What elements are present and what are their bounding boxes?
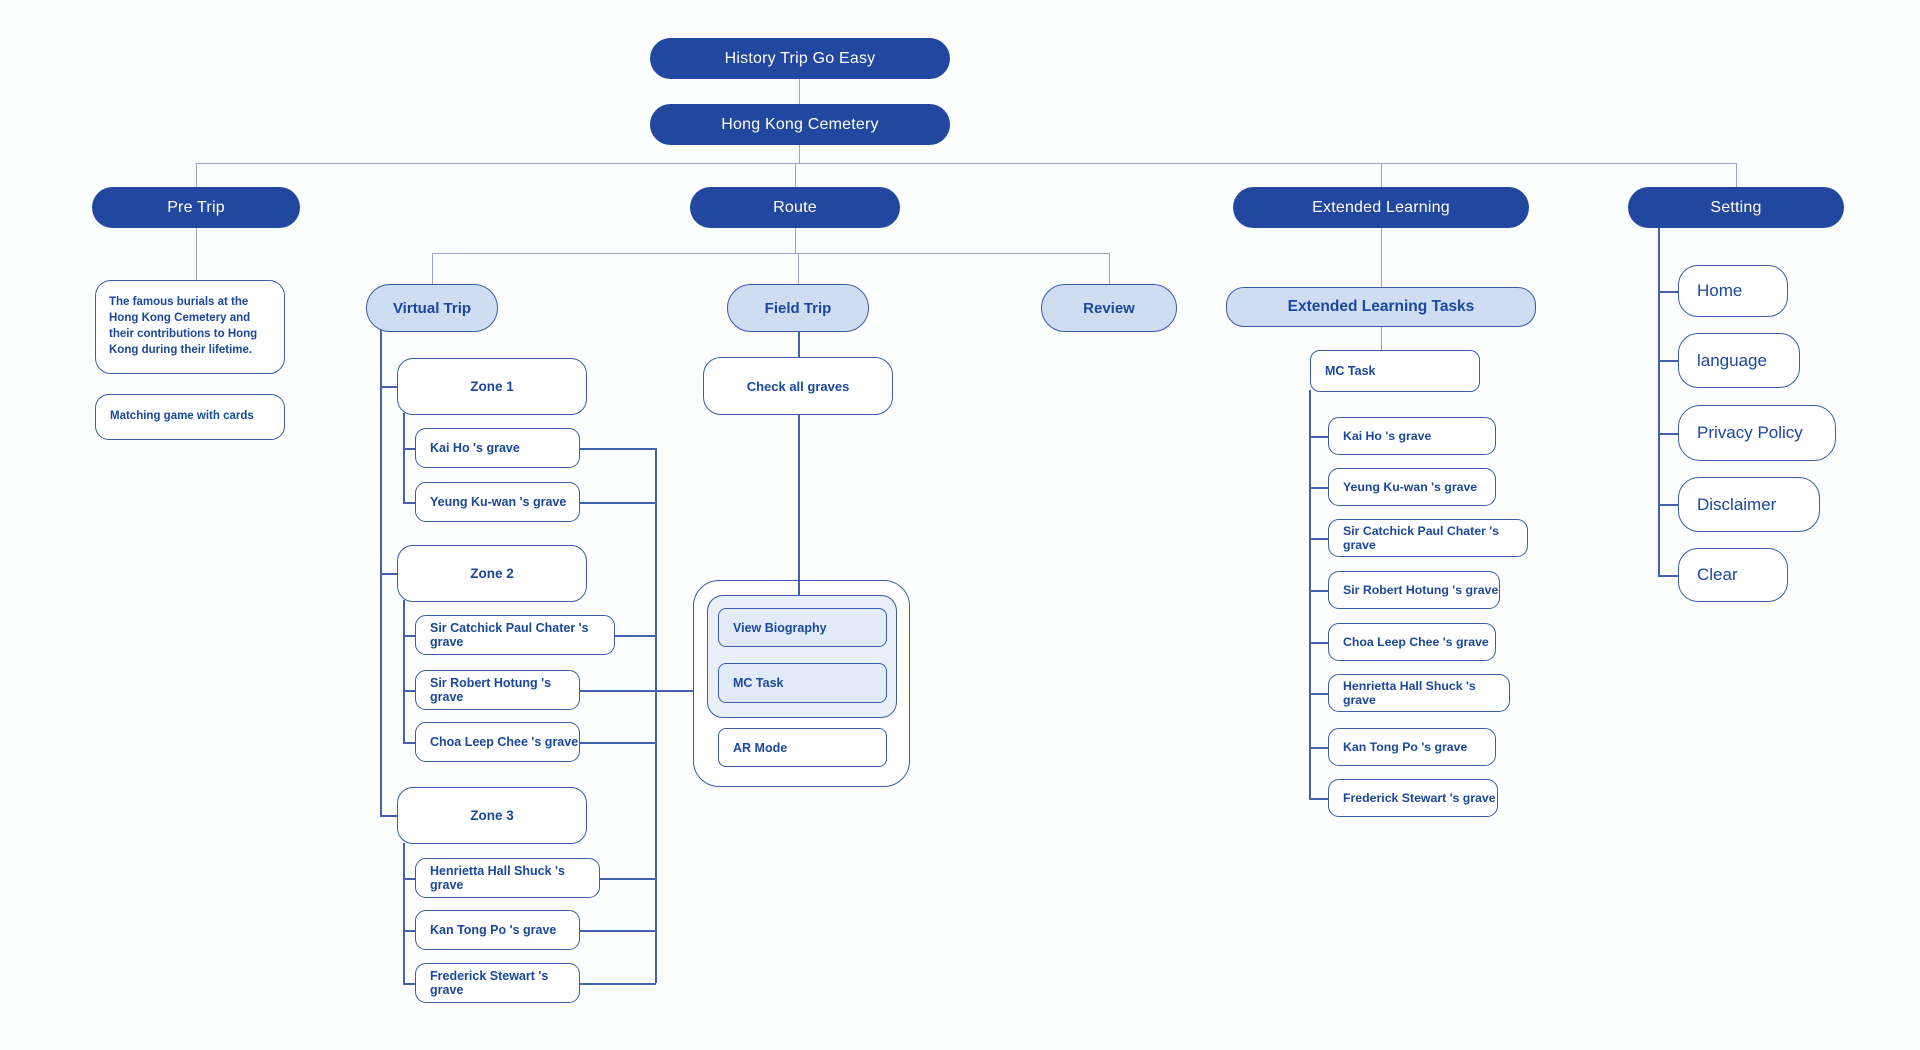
connector-stub-zone3 (380, 815, 397, 817)
node-el-grave-chater: Sir Catchick Paul Chater 's grave (1328, 519, 1528, 557)
node-grave-frederick-stewart: Frederick Stewart 's grave (415, 963, 580, 1003)
node-hong-kong-cemetery: Hong Kong Cemetery (650, 104, 950, 145)
node-app-title: History Trip Go Easy (650, 38, 950, 79)
node-matching-game: Matching game with cards (95, 394, 285, 440)
connector-bus-to-extended-learning (1381, 163, 1383, 187)
connector-el-stub (1309, 693, 1328, 695)
connector-el-stub (1309, 798, 1328, 800)
connector-el-stub (1309, 590, 1328, 592)
connector-bus-to-route (795, 163, 797, 187)
node-check-all-graves: Check all graves (703, 357, 893, 415)
node-field-trip: Field Trip (727, 284, 869, 332)
connector-el-stub (1309, 487, 1328, 489)
connector-stub-grave (403, 878, 415, 880)
connector-stub-grave (403, 983, 415, 985)
node-grave-yeung-ku-wan: Yeung Ku-wan 's grave (415, 482, 580, 522)
connector-graves-right-trunk (655, 448, 657, 983)
connector-grave-right-stub (580, 983, 656, 985)
connector-setting-stub (1658, 291, 1678, 293)
node-route: Route (690, 187, 900, 228)
node-el-grave-kai-ho: Kai Ho 's grave (1328, 417, 1496, 455)
connector-el-stub (1309, 436, 1328, 438)
connector-route-bus (432, 253, 1109, 255)
connector-el-trunk (1309, 390, 1311, 798)
node-zone-3: Zone 3 (397, 787, 587, 844)
connector-setting-stub (1658, 504, 1678, 506)
connector-el-stub (1309, 538, 1328, 540)
connector-setting-trunk (1658, 226, 1660, 575)
connector-grave-right-stub (580, 930, 656, 932)
node-zone-1: Zone 1 (397, 358, 587, 415)
connector-checkall-to-panel (798, 415, 800, 595)
connector-setting-stub (1658, 575, 1678, 577)
node-setting-language: language (1678, 333, 1800, 388)
node-extended-learning-tasks: Extended Learning Tasks (1226, 287, 1536, 327)
connector-trunk-to-detail-container (580, 690, 693, 692)
node-grave-kai-ho: Kai Ho 's grave (415, 428, 580, 468)
connector-stub-grave (403, 635, 415, 637)
node-extended-learning: Extended Learning (1233, 187, 1529, 228)
connector-zone1-trunk (403, 413, 405, 502)
node-review: Review (1041, 284, 1177, 332)
node-setting-clear: Clear (1678, 548, 1788, 602)
node-mc-task-el: MC Task (1310, 350, 1480, 392)
node-view-biography: View Biography (718, 608, 887, 647)
node-setting-home: Home (1678, 265, 1788, 317)
connector-route-to-bus (795, 228, 797, 253)
connector-subtitle-to-bus (799, 145, 801, 163)
connector-grave-right-stub (580, 448, 656, 450)
connector-bus-to-field-trip (798, 253, 800, 284)
connector-setting-stub (1658, 433, 1678, 435)
connector-grave-right-stub (580, 502, 656, 504)
connector-setting-stub (1658, 360, 1678, 362)
connector-el-to-tasks (1381, 227, 1383, 287)
connector-tasks-to-mctask (1381, 327, 1383, 350)
connector-stub-grave (403, 930, 415, 932)
connector-zone2-trunk (403, 600, 405, 742)
node-zone-2: Zone 2 (397, 545, 587, 602)
connector-el-stub (1309, 642, 1328, 644)
connector-top-bus (196, 163, 1736, 165)
node-pretrip-intro: The famous burials at the Hong Kong Ceme… (95, 280, 285, 374)
connector-el-stub (1309, 747, 1328, 749)
node-setting: Setting (1628, 187, 1844, 228)
node-el-grave-yeung-ku-wan: Yeung Ku-wan 's grave (1328, 468, 1496, 506)
node-grave-henrietta: Henrietta Hall Shuck 's grave (415, 858, 600, 898)
connector-stub-grave (403, 502, 415, 504)
connector-stub-grave (403, 448, 415, 450)
node-el-grave-choa-leep-chee: Choa Leep Chee 's grave (1328, 623, 1496, 661)
node-setting-disclaimer: Disclaimer (1678, 477, 1820, 532)
connector-stub-zone1 (380, 386, 397, 388)
node-el-grave-frederick-stewart: Frederick Stewart 's grave (1328, 779, 1498, 817)
node-el-grave-hotung: Sir Robert Hotung 's grave (1328, 571, 1500, 609)
connector-grave-right-stub (580, 742, 656, 744)
connector-grave-right-stub (615, 635, 656, 637)
connector-bus-to-setting (1736, 163, 1738, 187)
node-grave-kan-tong-po: Kan Tong Po 's grave (415, 910, 580, 950)
node-setting-privacy-policy: Privacy Policy (1678, 405, 1836, 461)
connector-stub-grave (403, 742, 415, 744)
connector-pretrip-to-intro (196, 228, 198, 280)
connector-zone3-trunk (403, 843, 405, 983)
connector-title-to-subtitle (799, 79, 801, 104)
connector-grave-right-stub (600, 878, 656, 880)
connector-stub-grave (403, 690, 415, 692)
node-grave-choa-leep-chee: Choa Leep Chee 's grave (415, 722, 580, 762)
node-el-grave-henrietta: Henrietta Hall Shuck 's grave (1328, 674, 1510, 712)
connector-bus-to-virtual-trip (432, 253, 434, 284)
node-mc-task-fieldtrip: MC Task (718, 663, 887, 703)
connector-bus-to-pretrip (196, 163, 198, 187)
node-pre-trip: Pre Trip (92, 187, 300, 228)
node-virtual-trip: Virtual Trip (366, 284, 498, 332)
connector-bus-to-review (1109, 253, 1111, 284)
connector-stub-zone2 (380, 573, 397, 575)
node-grave-chater: Sir Catchick Paul Chater 's grave (415, 615, 615, 655)
node-ar-mode: AR Mode (718, 728, 887, 767)
connector-fieldtrip-to-checkall (798, 332, 800, 357)
node-el-grave-kan-tong-po: Kan Tong Po 's grave (1328, 728, 1496, 766)
node-grave-hotung: Sir Robert Hotung 's grave (415, 670, 580, 710)
